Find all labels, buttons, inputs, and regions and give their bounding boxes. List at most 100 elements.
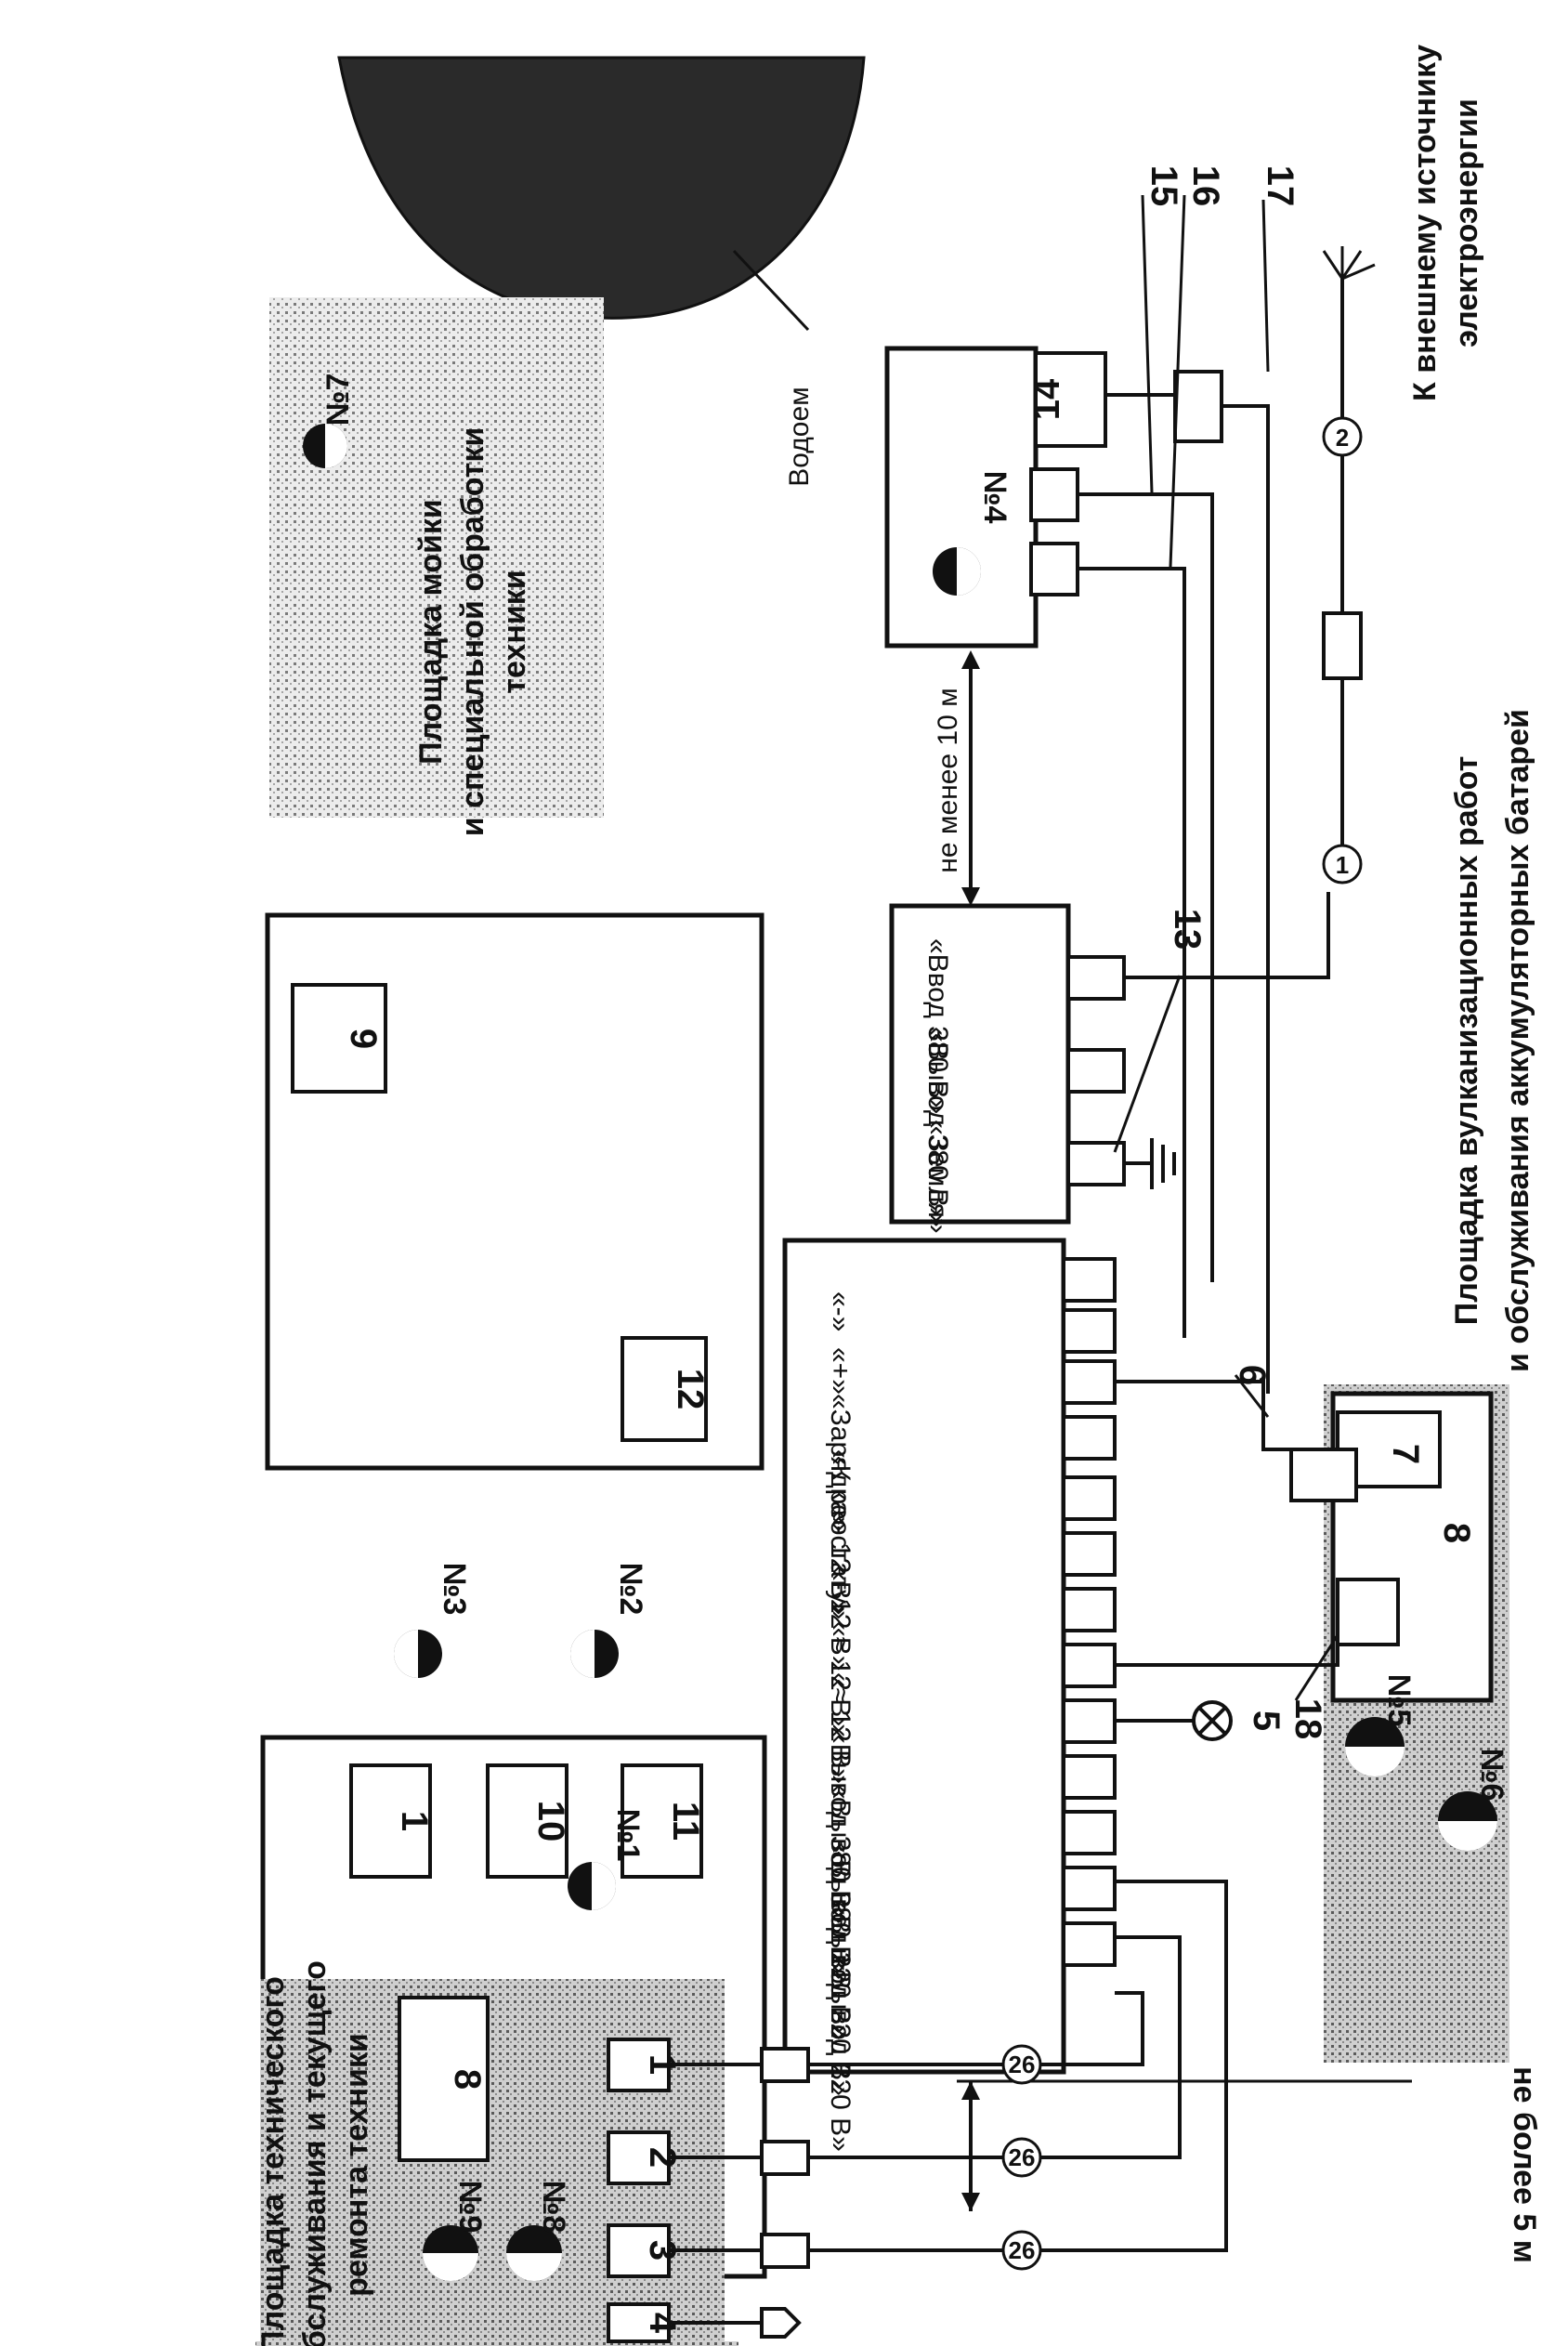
unit-12 (621, 1336, 708, 1442)
svg-text:26: 26 (1009, 2143, 1036, 2171)
station-5: №5 (1345, 1674, 1417, 1776)
svg-text:не более 5 м: не более 5 м (1507, 2066, 1542, 2263)
svg-text:№2: №2 (613, 1563, 648, 1616)
svg-text:3: 3 (642, 2240, 683, 2261)
svg-text:4: 4 (642, 2313, 683, 2334)
external-cable: 1 2 (1124, 246, 1376, 979)
svg-text:№3: №3 (437, 1563, 472, 1616)
reservoir-shape (337, 56, 866, 320)
label-5: 5 (1246, 1710, 1287, 1731)
reservoir-label: Водоем (784, 387, 815, 487)
wash-zone-label: Площадка мойки и специальной обработки т… (413, 427, 532, 837)
svg-text:2: 2 (1336, 424, 1349, 452)
svg-text:№6: №6 (1474, 1749, 1509, 1802)
ground-symbol (1113, 975, 1182, 1189)
svg-text:«Вывод 380 В»: «Вывод 380 В» (825, 1728, 856, 1924)
unit-14 (1034, 351, 1107, 448)
station-8: №8 (506, 2181, 571, 2281)
svg-text:Площадка мойки: Площадка мойки (413, 499, 449, 765)
svg-text:«≈ 12 В»: «≈ 12 В» (825, 1621, 856, 1733)
svg-text:Площадка технического: Площадка технического (255, 1976, 291, 2346)
label-13: 13 (1167, 909, 1208, 950)
connector-14 (1173, 370, 1223, 443)
distance-5m: не более 5 м (957, 2066, 1542, 2263)
lamp-5 (1192, 1700, 1233, 1741)
svg-text:11: 11 (665, 1802, 706, 1841)
svg-text:№5: №5 (1381, 1674, 1417, 1727)
svg-text:8: 8 (1436, 1523, 1477, 1543)
socket-15 (1029, 467, 1079, 522)
station-9: №9 (423, 2181, 488, 2281)
svg-text:«-»: «-» (825, 1291, 856, 1331)
station-7: №7 (303, 374, 356, 468)
distribution-panel (782, 1238, 1066, 2075)
unit-1 (349, 1763, 432, 1879)
svg-text:«Вывод 220 В»: «Вывод 220 В» (825, 1956, 856, 2152)
svg-text:1: 1 (1336, 851, 1349, 879)
svg-text:«Зарядка»: «Зарядка» (825, 1394, 856, 1532)
svg-text:«Вывод 220 В»: «Вывод 220 В» (825, 1844, 856, 2040)
svg-text:26: 26 (1009, 2051, 1036, 2078)
svg-text:№8: №8 (536, 2181, 571, 2234)
svg-text:№1: №1 (610, 1809, 646, 1862)
svg-text:не менее 10 м: не менее 10 м (933, 688, 963, 873)
svg-text:обслуживания и текущего: обслуживания и текущего (297, 1960, 333, 2346)
svg-text:«+»: «+» (825, 1347, 856, 1395)
svg-text:«- 12 В»: «- 12 В» (825, 1510, 856, 1615)
station-6: №6 (1438, 1749, 1509, 1851)
unit-11 (621, 1763, 703, 1879)
panel-wires (1115, 1374, 1339, 1723)
svg-text:№4: №4 (977, 471, 1013, 524)
svg-text:№9: №9 (452, 2181, 488, 2234)
cable-26-markers: 26 26 26 (1001, 2044, 1042, 2271)
svg-text:и специальной обработки: и специальной обработки (455, 427, 490, 837)
svg-text:«≈ 12 В»: «≈ 12 В» (825, 1672, 856, 1784)
svg-text:№7: №7 (320, 374, 356, 426)
label-6: 6 (1232, 1365, 1273, 1385)
svg-text:«К реостату»: «К реостату» (825, 1449, 856, 1619)
label-17: 17 (1260, 165, 1300, 207)
station-2: №2 (570, 1563, 648, 1678)
label-15: 15 (1143, 165, 1184, 207)
cables-26 (669, 1880, 1228, 2339)
vulcanization-label-2: и обслуживания аккумуляторных батарей (1500, 709, 1535, 1372)
socket-16 (1029, 542, 1079, 596)
panel-terminal-labels: «-» «+» «Зарядка» «К реостату» «- 12 В» … (825, 1291, 856, 2152)
distance-10m: не менее 10 м (933, 650, 980, 906)
generator-panel (889, 903, 1071, 1225)
svg-text:2: 2 (642, 2147, 683, 2168)
station-4-box (884, 346, 1039, 649)
vulcanization-label-1: Площадка вулканизационных работ (1449, 756, 1484, 1325)
svg-text:10: 10 (530, 1801, 571, 1842)
socket-7 (1289, 1448, 1358, 1502)
svg-text:1: 1 (642, 2054, 683, 2075)
station-4: №4 (933, 471, 1013, 596)
svg-text:«Земля»: «Земля» (922, 1120, 953, 1234)
external-source-label-2: электроэнергии (1449, 98, 1484, 347)
unit-10 (486, 1763, 568, 1879)
station-1: №1 (568, 1809, 646, 1910)
svg-text:«Вывод 380 В»: «Вывод 380 В» (825, 1784, 856, 1980)
unit-8-maint (398, 1996, 490, 2162)
wash-zone (269, 297, 604, 818)
maintenance-label: Площадка технического обслуживания и тек… (255, 1960, 374, 2346)
label-16: 16 (1185, 165, 1226, 207)
svg-text:8: 8 (447, 2069, 488, 2090)
svg-text:«Ввод 380 В»: «Ввод 380 В» (922, 938, 953, 1114)
svg-text:7: 7 (1385, 1444, 1426, 1464)
svg-text:12: 12 (670, 1369, 711, 1410)
label-18: 18 (1287, 1698, 1328, 1740)
svg-text:техники: техники (497, 570, 532, 693)
svg-text:«Вывод 380 В»: «Вывод 380 В» (922, 1027, 953, 1223)
panel-sockets (1062, 1257, 1117, 1967)
generator-terminal-labels: «Ввод 380 В» «Вывод 380 В» «Земля» (922, 938, 953, 1234)
svg-text:9: 9 (343, 1029, 384, 1049)
svg-text:1: 1 (394, 1811, 435, 1831)
svg-text:«- 12 В»: «- 12 В» (825, 1566, 856, 1671)
station-3: №3 (394, 1563, 472, 1678)
unit-9 (291, 983, 387, 1094)
maintenance-zone (255, 2341, 738, 2346)
svg-text:14: 14 (1026, 378, 1067, 420)
cables-15-16-17 (1078, 194, 1270, 1394)
